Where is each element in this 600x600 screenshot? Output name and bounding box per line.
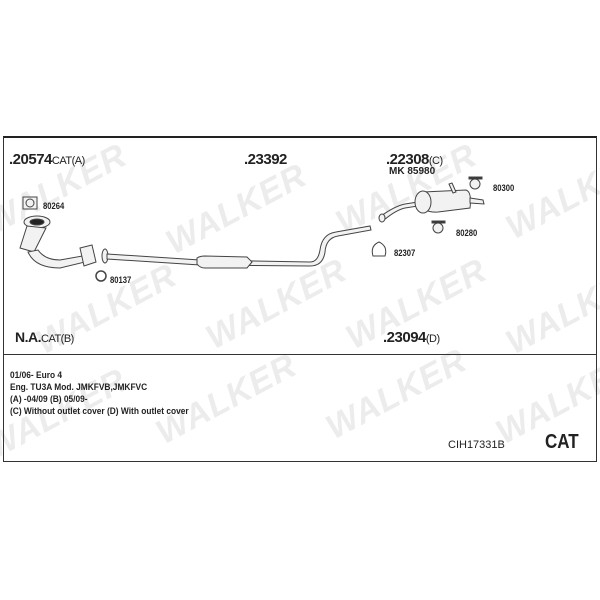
hanger-80300-icon: [468, 176, 483, 190]
fitting-label: 82307: [394, 248, 416, 258]
type-label: CAT: [545, 431, 579, 453]
fitting-label: 80137: [110, 275, 132, 285]
note-line: 01/06- Euro 4: [10, 370, 63, 381]
diagram-frame: [3, 136, 597, 462]
diagram-code: CIH17331B: [448, 439, 505, 451]
note-line: (A) -04/09 (B) 05/09-: [10, 394, 88, 405]
note-line: Eng. TU3A Mod. JMKFVB,JMKFVC: [10, 382, 148, 393]
mounting-kit-label: MK 85980: [389, 166, 436, 177]
ring-80137-icon: [95, 270, 107, 282]
fitting-label: 80300: [493, 183, 515, 193]
rear-muffler-drawing: [378, 182, 485, 223]
middle-pipe-drawing: [101, 225, 372, 269]
part-23392: .23392: [244, 151, 287, 168]
fitting-label: 80264: [43, 201, 65, 211]
part-20574: .20574CAT(A): [9, 151, 85, 168]
part-22308: .22308(C): [386, 151, 443, 168]
catalytic-converter-drawing: [19, 215, 97, 269]
clamp-82307-icon: [371, 241, 387, 257]
section-divider: [3, 354, 597, 355]
hanger-80280-icon: [431, 220, 446, 234]
part-na-cat-b: N.A.CAT(B): [15, 329, 74, 345]
part-23094: .23094(D): [383, 329, 440, 346]
fitment-notes: 01/06- Euro 4 Eng. TU3A Mod. JMKFVB,JMKF…: [10, 370, 189, 418]
note-line: (C) Without outlet cover (D) With outlet…: [10, 406, 189, 417]
fitting-label: 80280: [456, 228, 478, 238]
